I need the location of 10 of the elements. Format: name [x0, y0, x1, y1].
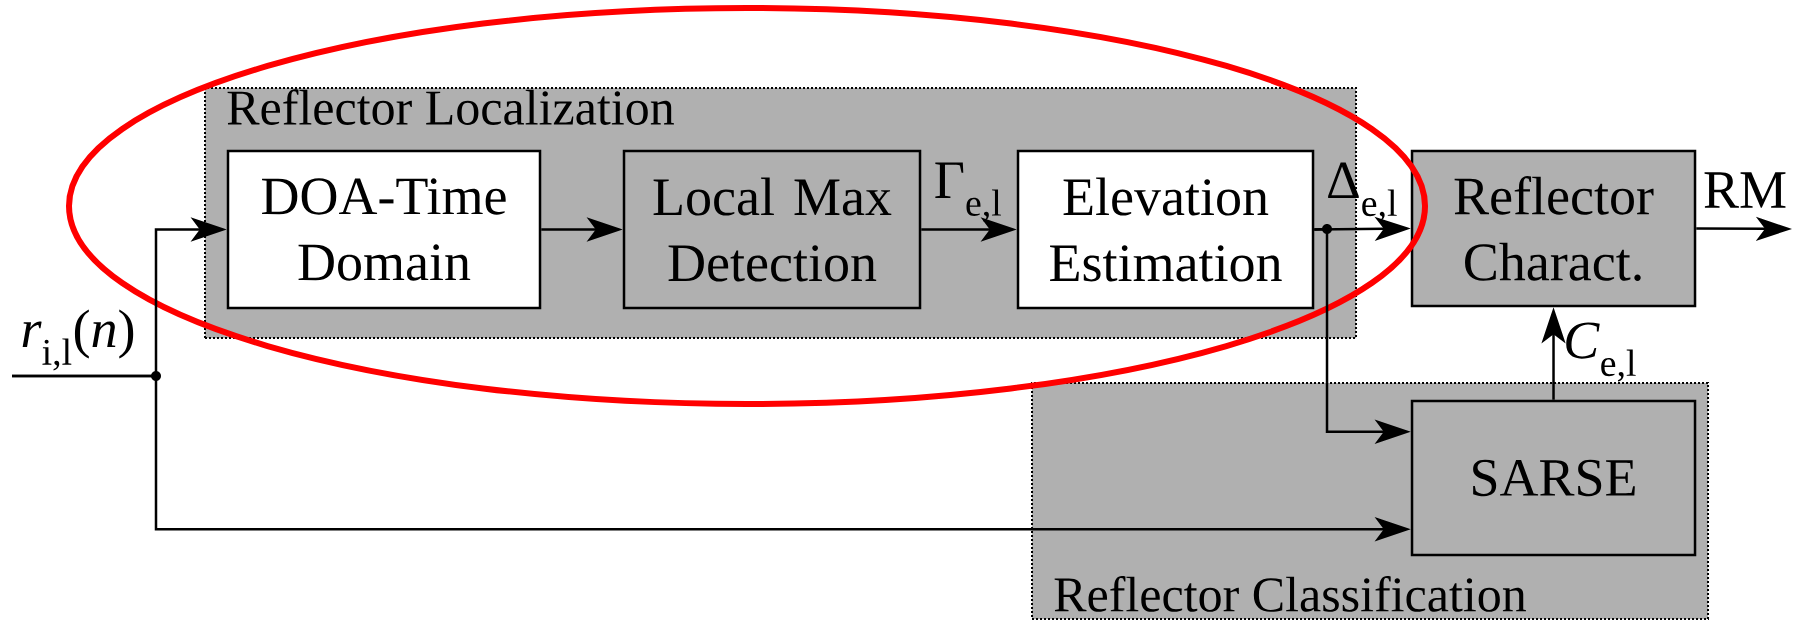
- edge-label: C$_{e,l}$: [1566, 322, 1636, 382]
- process-box: DOA-Time Domain: [226, 149, 542, 310]
- edge-label: Δ$_{e,l}$: [1328, 162, 1397, 222]
- process-box: Local Max Detection: [622, 149, 922, 310]
- process-box: Elevation Estimation: [1016, 149, 1315, 310]
- edge-label: RM: [1704, 172, 1786, 208]
- process-box: SARSE: [1410, 399, 1697, 557]
- process-box: Reflector Charact.: [1410, 149, 1697, 308]
- edge-label: r$_{i,l}$(n): [22, 309, 134, 371]
- edge-label: Γ$_{e,l}$: [935, 162, 1001, 222]
